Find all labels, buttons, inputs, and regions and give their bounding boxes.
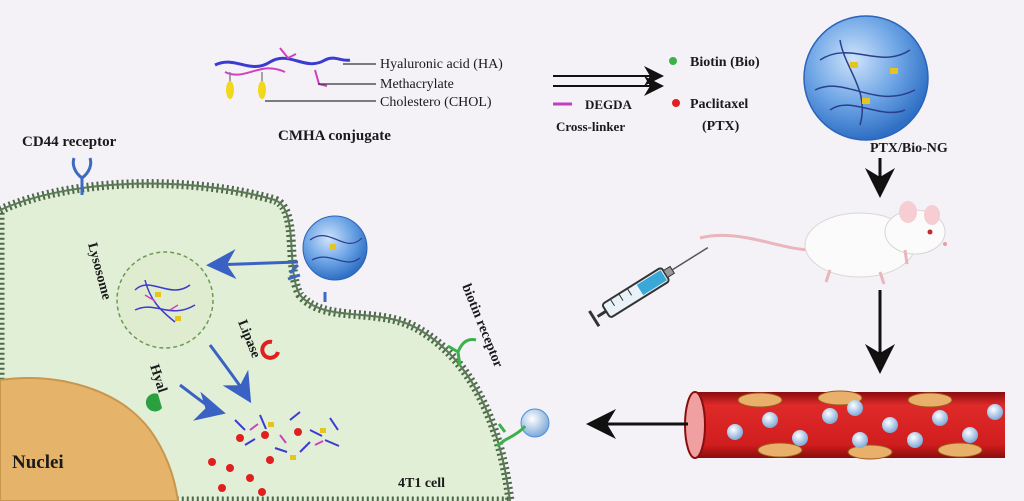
lysosome [116, 251, 214, 349]
syringe-icon [588, 246, 709, 328]
hyal-icon [145, 393, 162, 412]
ptx-dot-icon [672, 99, 680, 107]
label-hyaluronic-acid: Hyaluronic acid (HA) [380, 57, 503, 72]
lipase-icon [260, 339, 280, 360]
label-cmha-conjugate: CMHA conjugate [278, 128, 391, 144]
cell-membrane-outline [0, 182, 511, 501]
synthesis-arrow [553, 66, 664, 96]
arrow-hyal [179, 383, 226, 421]
label-cholesterol: Cholestero (CHOL) [380, 95, 492, 110]
label-methacrylate: Methacrylate [380, 77, 454, 92]
biotin-dot-icon [669, 57, 677, 65]
label-nanogel: PTX/Bio-NG [870, 141, 948, 156]
biotin-receptor-icon [447, 338, 477, 367]
cmha-structure [214, 47, 376, 102]
biotin-receptor-bound-icon [496, 423, 527, 448]
label-4t1-cell: 4T1 cell [398, 476, 445, 491]
label-nuclei: Nuclei [12, 452, 64, 473]
nanogel-entering [287, 215, 368, 302]
label-biotin: Biotin (Bio) [690, 55, 760, 70]
label-biotin-receptor: biotin receptor [458, 282, 505, 370]
released-fragments [208, 411, 340, 496]
arrow-lipase [208, 344, 252, 404]
cd44-receptor-icon [71, 157, 93, 195]
arrow-to-lysosome [206, 249, 299, 280]
cell [0, 179, 515, 501]
nanogel-large [803, 15, 929, 141]
blood-vessel [684, 390, 1005, 460]
label-ptx: (PTX) [702, 119, 740, 134]
nucleus [0, 377, 180, 501]
nanogel-small [520, 408, 550, 438]
label-cross-linker: Cross-linker [556, 119, 625, 134]
label-degda: DEGDA [585, 97, 633, 112]
label-cd44: CD44 receptor [22, 134, 117, 150]
label-paclitaxel: Paclitaxel [690, 97, 748, 112]
mouse [699, 201, 947, 285]
